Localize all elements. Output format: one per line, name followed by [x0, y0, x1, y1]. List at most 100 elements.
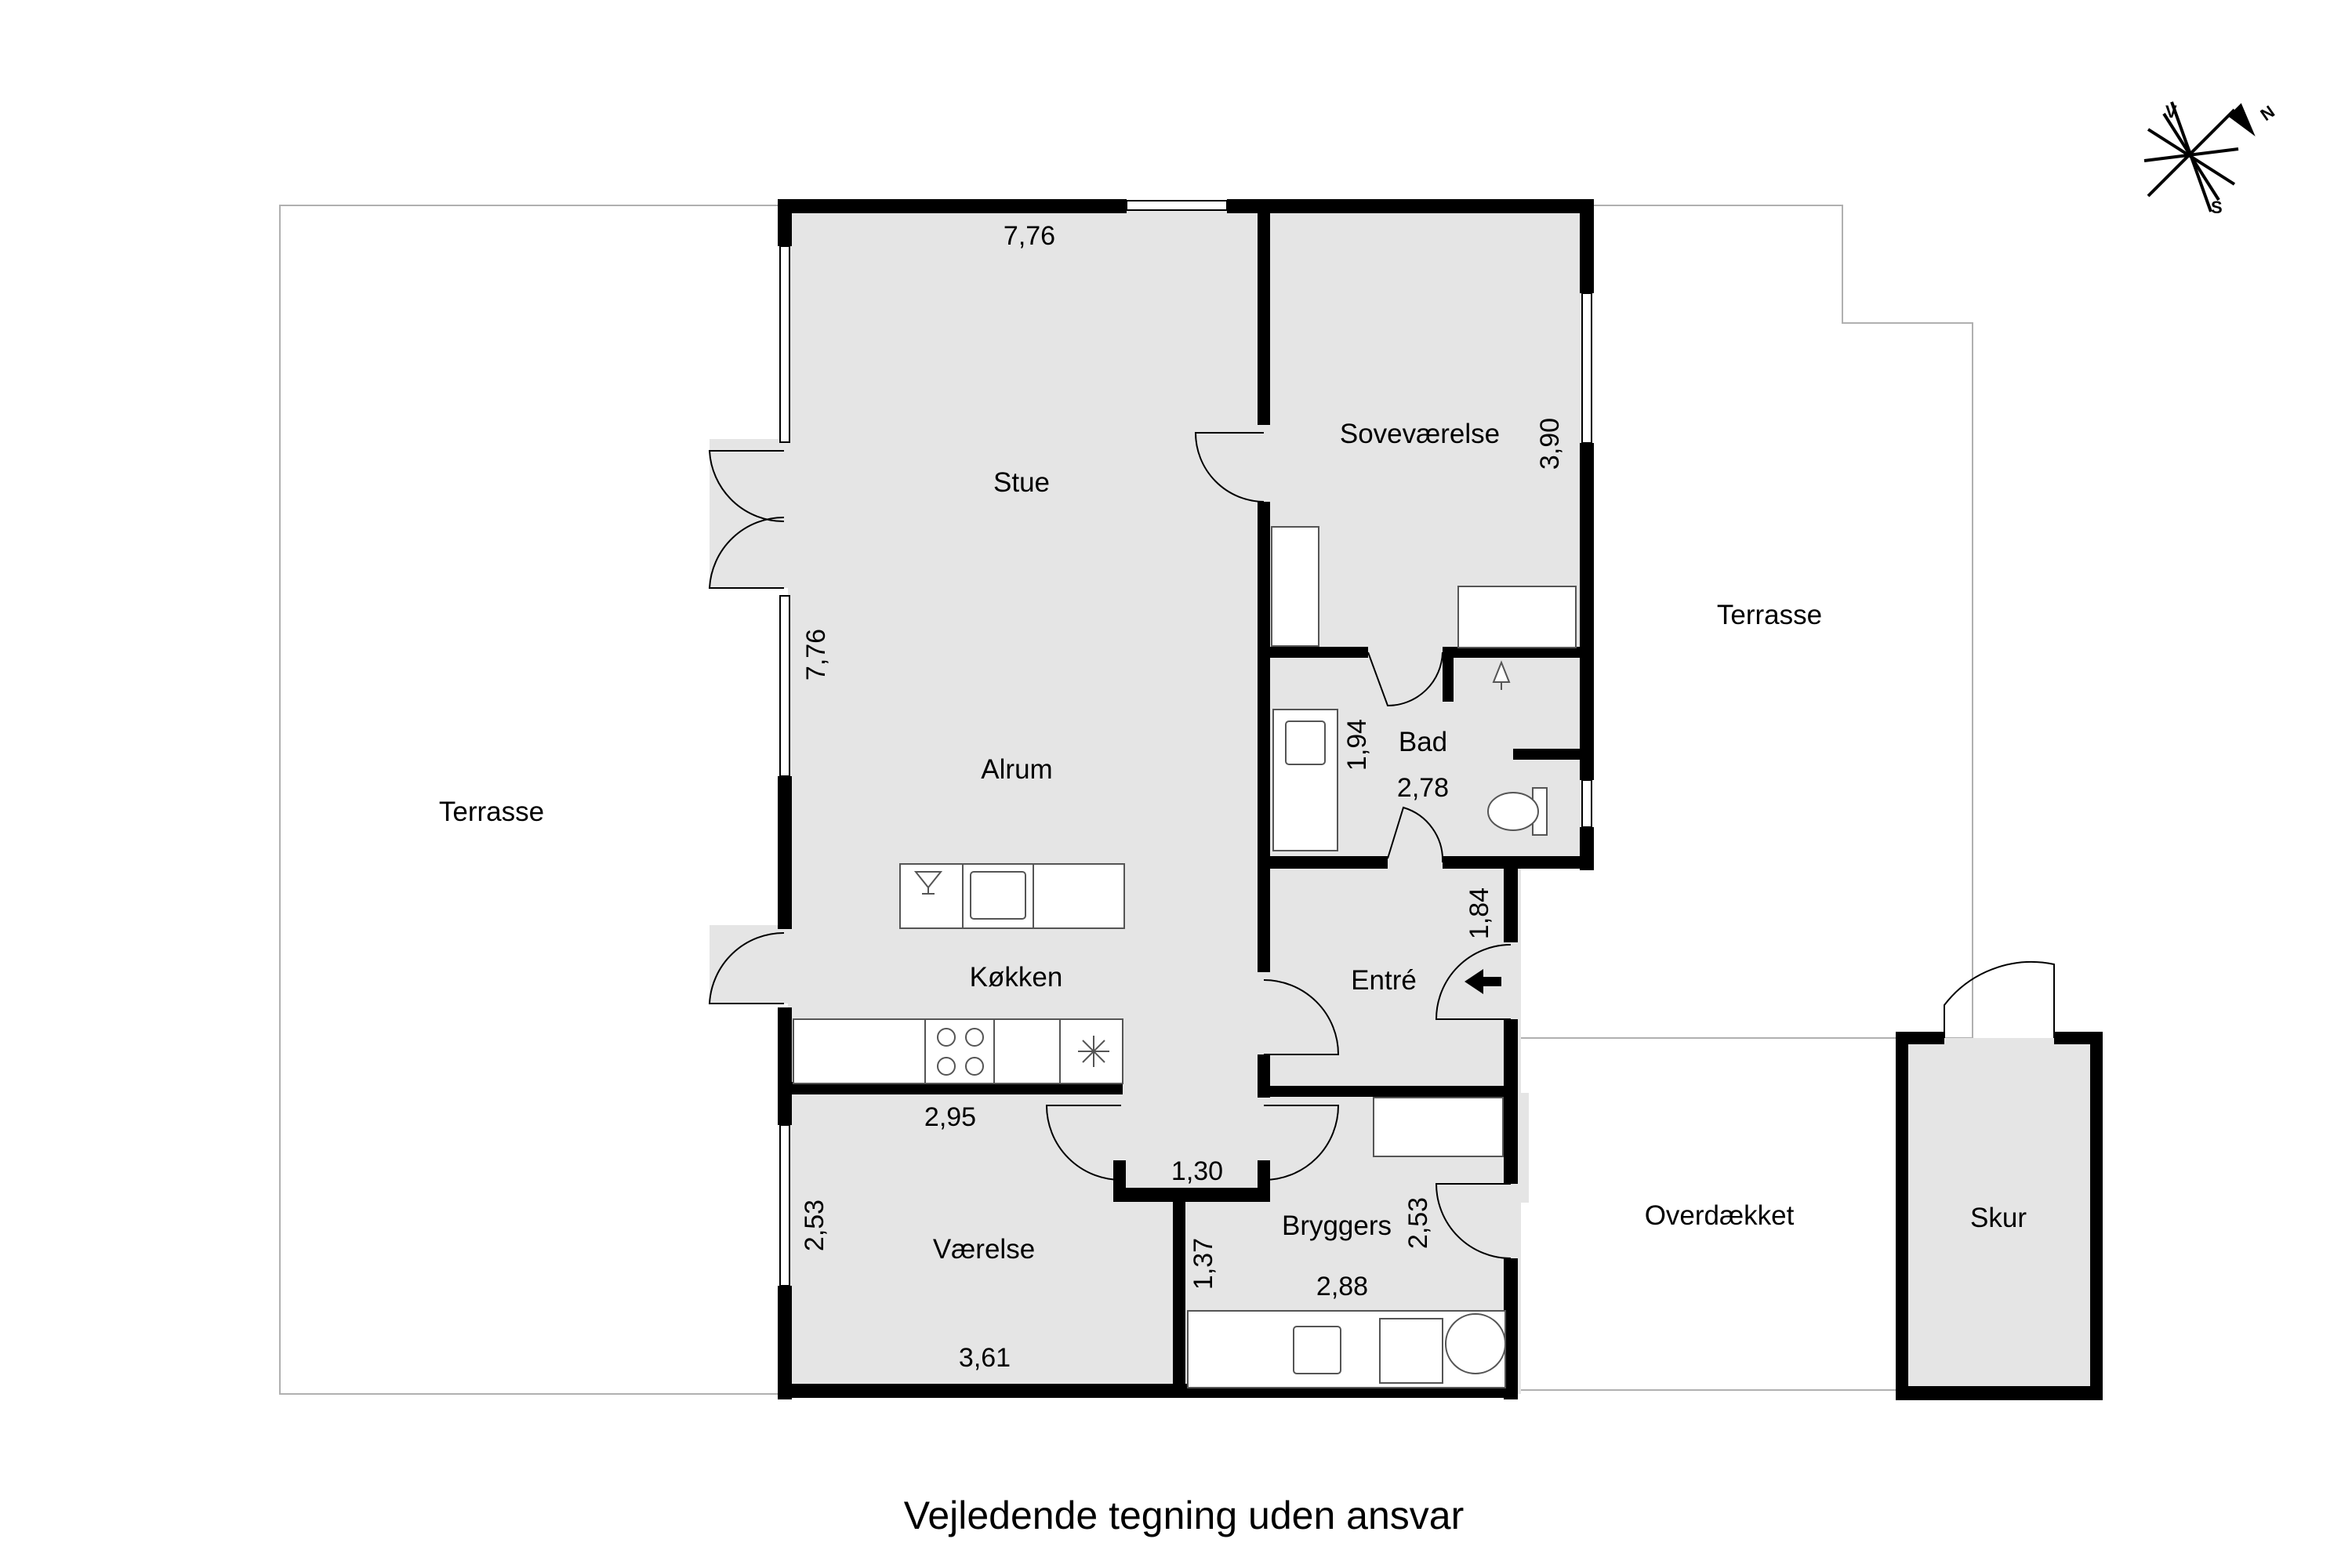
wall-bryg-right	[1504, 1258, 1518, 1399]
wardrobe-right	[1457, 586, 1577, 648]
dim-kokken-bottom: 2,95	[924, 1102, 976, 1132]
wall-int-a	[1258, 205, 1270, 425]
room-labels: Stue Alrum Køkken Soveværelse Bad Entré …	[439, 419, 2027, 1265]
wall-bath-top	[1266, 647, 1368, 658]
room-label-terrasse-left: Terrasse	[439, 797, 544, 827]
window-right-1	[1581, 292, 1592, 444]
window-left-2	[779, 595, 790, 777]
footer-disclaimer: Vejledende tegning uden ansvar	[904, 1494, 1464, 1537]
dim-bryggers-bottom: 2,88	[1316, 1272, 1368, 1301]
wall-entre-right	[1504, 856, 1518, 942]
window-right-2	[1581, 779, 1592, 828]
door-bryggers	[1435, 1183, 1512, 1259]
dim-hall-bottom: 1,30	[1171, 1156, 1223, 1186]
door-front	[1435, 944, 1512, 1020]
stove-burner-3	[937, 1057, 956, 1076]
floor-door-left-2	[710, 925, 788, 1004]
bryggers-sink	[1293, 1326, 1341, 1374]
room-label-overdaekket: Overdækket	[1645, 1200, 1795, 1231]
room-label-vaerelse: Værelse	[933, 1234, 1035, 1265]
room-label-bad: Bad	[1399, 727, 1447, 757]
wall-right-b	[1580, 443, 1594, 780]
walls	[778, 199, 2103, 1400]
floor-bedroom	[1266, 205, 1588, 652]
wall-right-a	[1580, 199, 1594, 293]
snowflake-icon	[1078, 1036, 1109, 1067]
wall-skur-bottom	[1896, 1386, 2103, 1400]
wall-bath-stub2	[1513, 749, 1592, 760]
door-bedroom	[1194, 432, 1265, 503]
windows	[779, 200, 1592, 1287]
stove-burner-2	[965, 1028, 984, 1047]
door-double-left-b	[708, 516, 785, 589]
dim-stue-side: 7,76	[801, 629, 831, 681]
shower-icon	[1492, 660, 1511, 690]
floor-vaerelse	[788, 1098, 1184, 1394]
washing-machine	[1445, 1313, 1506, 1374]
floor-door-left-1	[710, 439, 788, 588]
wall-top-right	[1227, 199, 1588, 213]
wall-top-left	[778, 199, 1127, 213]
wall-bath-stub	[1443, 647, 1454, 702]
dryer	[1379, 1318, 1443, 1384]
dim-bryggers-side-right: 2,53	[1403, 1197, 1433, 1249]
doors	[708, 432, 2055, 1259]
door-hall-right	[1263, 1105, 1340, 1181]
kitchen-sink	[970, 871, 1026, 920]
wall-vaer-bryg	[1173, 1196, 1185, 1396]
terrasse-left-outline	[279, 205, 788, 1395]
room-label-bryggers: Bryggers	[1282, 1210, 1392, 1241]
door-bath	[1367, 652, 1443, 707]
door-hall-left	[1045, 1105, 1122, 1181]
toilet-bowl	[1487, 792, 1539, 831]
wardrobe-left	[1271, 526, 1319, 647]
compass-north: N	[2257, 102, 2278, 125]
wall-hall-bottom	[1113, 1188, 1270, 1202]
wall-bath-bottom	[1266, 856, 1388, 869]
room-label-terrasse-right: Terrasse	[1717, 600, 1822, 630]
wall-left-a	[778, 199, 792, 246]
door-entre-left	[1263, 979, 1340, 1055]
room-label-entre: Entré	[1351, 965, 1417, 996]
wall-entre-bottom	[1266, 1086, 1509, 1097]
room-label-alrum: Alrum	[981, 754, 1052, 785]
floor-living	[788, 205, 1266, 1127]
dim-bryggers-side-left: 1,37	[1189, 1238, 1218, 1290]
room-label-skur: Skur	[1970, 1203, 2027, 1233]
compass-west: V	[2165, 102, 2177, 122]
room-label-kokken: Køkken	[970, 962, 1063, 993]
stove-burner-4	[965, 1057, 984, 1076]
dimension-labels: 7,76 7,76 3,90 1,94 2,78 1,84 2,95 1,30 …	[800, 221, 1565, 1373]
window-left-3	[779, 1124, 790, 1287]
door-bath-lower	[1387, 806, 1444, 863]
floor-skur	[1905, 1038, 2097, 1390]
door-skur	[1944, 961, 2055, 1038]
dim-vaerelse-bottom: 3,61	[959, 1343, 1011, 1373]
wine-glass-icon	[913, 871, 943, 895]
wall-left-d	[778, 1286, 792, 1399]
dim-vaerelse-side: 2,53	[800, 1200, 829, 1251]
compass-south: S	[2211, 198, 2223, 217]
wall-bath-top-r	[1443, 647, 1592, 658]
room-label-stue: Stue	[993, 467, 1050, 498]
dim-stue-top: 7,76	[1004, 221, 1055, 251]
window-left-1	[779, 245, 790, 443]
dim-entre-side: 1,84	[1465, 887, 1494, 939]
wall-left-c	[778, 1007, 792, 1125]
bryggers-wardrobe	[1373, 1097, 1504, 1157]
wall-entre-right-2	[1504, 1019, 1518, 1184]
dim-bad-side: 1,94	[1342, 719, 1372, 771]
entry-arrow-icon	[1465, 969, 1501, 994]
wall-int-b	[1258, 502, 1270, 972]
door-kitchen-left	[708, 931, 785, 1004]
wall-skur-left	[1896, 1032, 1908, 1400]
wall-left-b	[778, 776, 792, 929]
wall-kitchen-bottom	[778, 1082, 1123, 1094]
room-label-sovevaerelse: Soveværelse	[1340, 419, 1500, 449]
bath-sink	[1285, 720, 1326, 765]
dim-bad-width: 2,78	[1397, 773, 1449, 803]
kitchen-counter	[793, 1018, 1123, 1084]
window-top	[1126, 200, 1228, 211]
wall-skur-right	[2090, 1032, 2103, 1400]
